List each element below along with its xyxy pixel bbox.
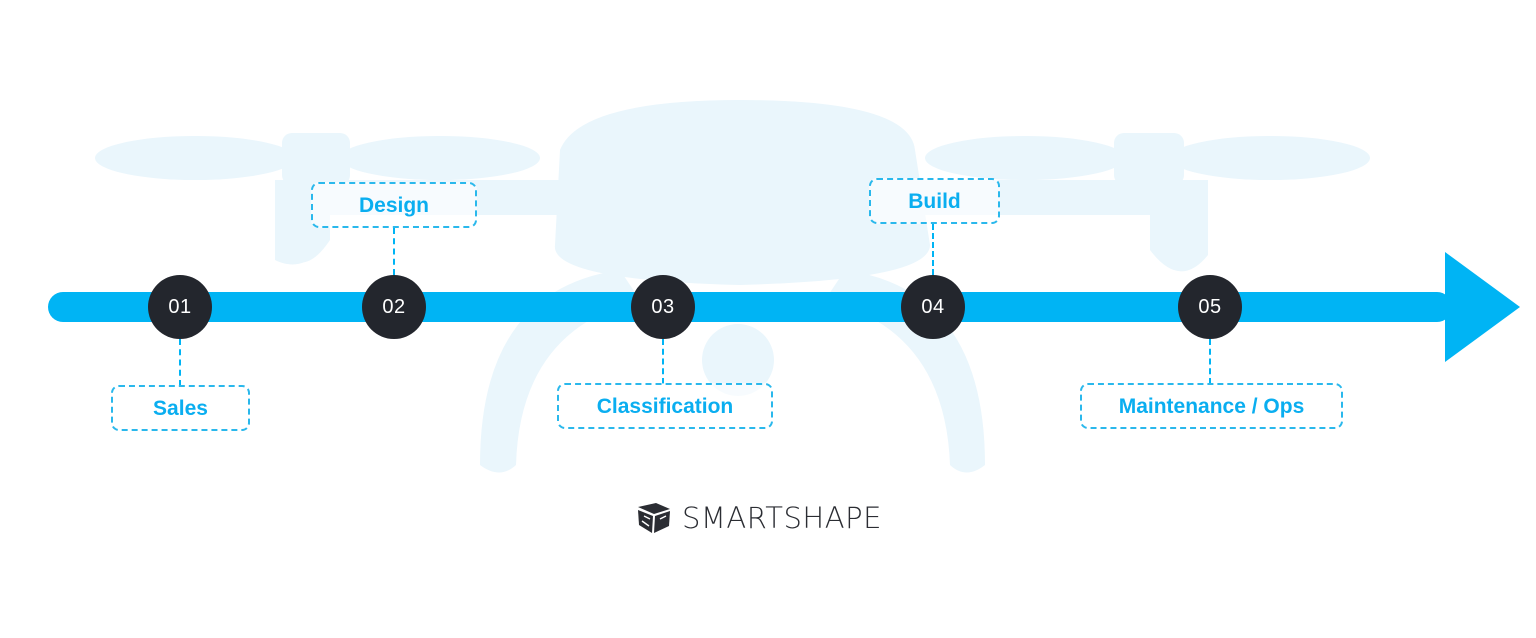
step-05-connector bbox=[1209, 339, 1211, 384]
step-03-label: Classification bbox=[557, 383, 773, 429]
step-02-connector bbox=[393, 228, 395, 275]
step-04-connector bbox=[932, 224, 934, 275]
step-02-circle: 02 bbox=[362, 275, 426, 339]
smartshape-logo-icon bbox=[638, 503, 670, 533]
step-04-label: Build bbox=[869, 178, 1000, 224]
brand-name: SMARTSHAPE bbox=[682, 501, 882, 535]
step-04-circle: 04 bbox=[901, 275, 965, 339]
step-05-label: Maintenance / Ops bbox=[1080, 383, 1343, 429]
step-01-circle: 01 bbox=[148, 275, 212, 339]
arrow-head-icon bbox=[1445, 252, 1520, 362]
step-03-connector bbox=[662, 339, 664, 384]
step-03-circle: 03 bbox=[631, 275, 695, 339]
brand-logo: SMARTSHAPE bbox=[636, 498, 882, 538]
step-01-connector bbox=[179, 339, 181, 386]
step-05-circle: 05 bbox=[1178, 275, 1242, 339]
step-02-label: Design bbox=[311, 182, 477, 228]
step-01-label: Sales bbox=[111, 385, 250, 431]
